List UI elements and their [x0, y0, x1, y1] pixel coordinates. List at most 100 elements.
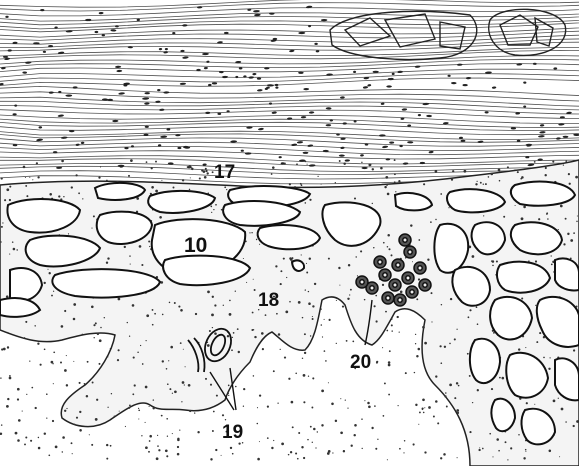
stipple-dot [1, 226, 3, 228]
stipple-dot [518, 434, 520, 436]
stipple-dot [134, 384, 136, 386]
fiber-nucleus [212, 82, 217, 84]
fiber-nucleus [340, 147, 344, 150]
stipple-dot [563, 243, 565, 245]
stipple-dot [312, 316, 313, 317]
fiber-nucleus [275, 84, 279, 86]
fiber-nucleus [314, 43, 317, 45]
stipple-dot [166, 418, 168, 420]
stipple-dot [384, 186, 386, 188]
stipple-dot [374, 405, 376, 407]
stipple-dot [575, 176, 578, 179]
stipple-dot [340, 431, 343, 434]
stipple-dot [156, 457, 159, 460]
stipple-dot [573, 425, 575, 427]
stipple-dot [61, 325, 64, 328]
stipple-dot [98, 176, 100, 178]
fiber-nucleus [110, 29, 116, 31]
fiber-nucleus [94, 31, 98, 34]
label-18: 18 [258, 290, 279, 311]
fiber-nucleus [254, 14, 261, 17]
fiber-line [0, 97, 579, 107]
stipple-dot [280, 349, 281, 350]
stipple-dot [383, 415, 385, 417]
stipple-dot [349, 294, 350, 295]
stipple-dot [130, 264, 131, 265]
stipple-dot [210, 384, 212, 386]
fiber-nucleus [321, 19, 328, 21]
fiber-nucleus [477, 140, 483, 143]
stipple-dot [521, 297, 523, 299]
stipple-dot [36, 162, 38, 164]
stipple-dot [6, 405, 9, 408]
stipple-dot [76, 174, 78, 176]
fiber-nucleus [145, 126, 149, 128]
stipple-dot [229, 313, 232, 316]
fiber-nucleus [157, 89, 160, 91]
stipple-dot [26, 394, 27, 395]
stipple-dot [64, 310, 66, 312]
fiber-nucleus [112, 120, 118, 122]
fiber-nucleus [241, 150, 244, 152]
stipple-dot [110, 348, 111, 349]
stipple-dot [456, 382, 458, 384]
fiber-nucleus [142, 97, 149, 100]
stipple-dot [559, 456, 560, 457]
stipple-dot [177, 438, 179, 440]
fiber-nucleus [271, 111, 276, 114]
fiber-nucleus [118, 92, 125, 95]
stipple-dot [321, 184, 322, 185]
stipple-dot [492, 265, 494, 267]
stipple-dot [91, 444, 93, 446]
stipple-dot [419, 411, 421, 413]
fiber-nucleus [540, 124, 545, 127]
fiber-nucleus [14, 104, 17, 106]
stipple-dot [232, 337, 233, 338]
stipple-dot [18, 419, 21, 422]
stipple-dot [386, 330, 388, 332]
fiber-nucleus [389, 141, 394, 143]
stipple-dot [141, 435, 142, 436]
stipple-dot [457, 457, 458, 458]
stipple-dot [374, 305, 376, 307]
stipple-dot [149, 435, 152, 438]
stipple-dot [415, 404, 417, 406]
fiber-nucleus [415, 65, 421, 68]
stipple-dot [343, 450, 345, 452]
stipple-dot [9, 199, 11, 201]
stipple-dot [386, 184, 388, 186]
fiber-nucleus [227, 110, 230, 112]
stipple-dot [491, 388, 493, 390]
stipple-dot [385, 176, 388, 179]
stipple-dot [224, 186, 226, 188]
stipple-dot [68, 233, 69, 234]
stipple-dot [95, 418, 98, 421]
stipple-dot [262, 348, 264, 350]
stipple-dot [423, 183, 425, 185]
stipple-dot [72, 453, 73, 454]
stipple-dot [307, 164, 308, 165]
stipple-dot [552, 161, 554, 163]
stipple-dot [321, 324, 323, 326]
stipple-dot [9, 377, 12, 380]
stipple-dot [228, 395, 229, 396]
stipple-dot [373, 247, 374, 248]
stipple-dot [547, 218, 549, 220]
stipple-dot [155, 161, 157, 163]
stipple-dot [82, 334, 83, 335]
stipple-dot [256, 239, 257, 240]
stipple-dot [30, 440, 32, 442]
stipple-dot [166, 368, 168, 370]
stipple-dot [525, 451, 526, 452]
stipple-dot [351, 445, 353, 447]
stipple-dot [573, 232, 575, 234]
stipple-dot [167, 383, 169, 385]
stipple-dot [314, 283, 316, 285]
stipple-dot [201, 169, 203, 171]
stipple-dot [340, 398, 341, 399]
fiber-nucleus [343, 122, 347, 124]
stipple-dot [472, 402, 473, 403]
stipple-dot [64, 410, 66, 412]
stipple-dot [422, 398, 425, 401]
stipple-dot [161, 415, 163, 417]
